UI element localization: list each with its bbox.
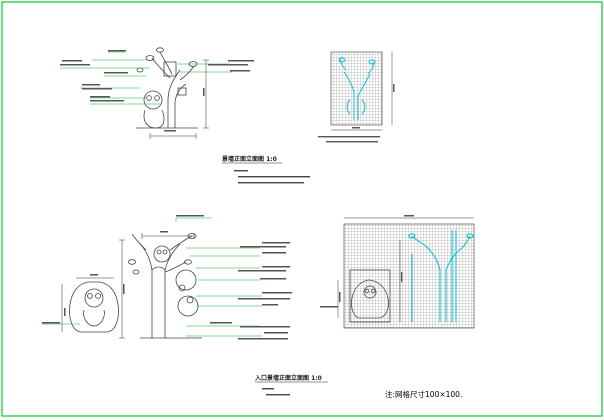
top-view-title: 景墙正面立面图 1:0 [221, 155, 277, 163]
top-tree-elevation [136, 47, 198, 129]
large-grid-panel [343, 223, 475, 329]
top-tree-dimensions [149, 59, 209, 139]
bottom-view-title: 入口景墙正面立面图 1:0 [254, 374, 322, 382]
top-grid-dimensions [331, 52, 393, 131]
owl-panel-marks [42, 274, 98, 324]
large-tree-dimensions [119, 233, 195, 339]
grid-size-note: 注:网格尺寸100×100. [385, 390, 463, 399]
large-tree-leaders [175, 217, 262, 337]
bottom-view-notes-marks [262, 388, 290, 396]
top-grid-tree-outline [338, 57, 376, 120]
owl-panel [69, 281, 119, 333]
top-tree-annotation-marks [60, 50, 254, 132]
large-grid-tree-outline [408, 230, 474, 322]
large-grid-owl-outline [349, 269, 391, 323]
top-view-notes-marks [234, 170, 310, 184]
large-grid-dimensions [337, 217, 474, 322]
top-grid-note-marks [318, 84, 395, 143]
large-tree-annotation-marks [123, 215, 292, 340]
large-grid-marks [320, 215, 414, 308]
